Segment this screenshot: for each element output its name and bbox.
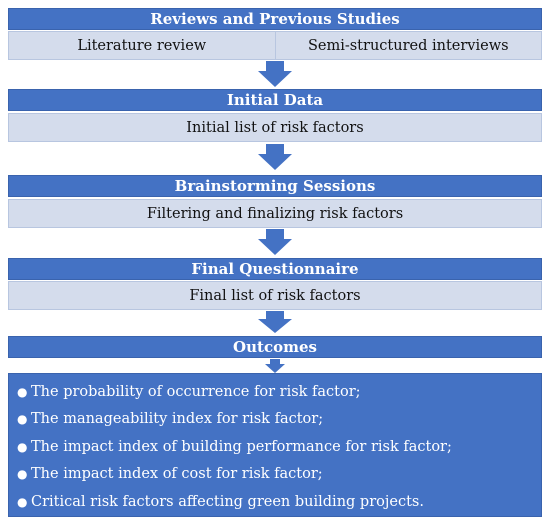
reviews-header: Reviews and Previous Studies (8, 8, 542, 30)
brainstorming-box: Filtering and finalizing risk factors (8, 199, 542, 228)
outcome-text: The impact index of building performance… (31, 438, 452, 455)
down-arrow-icon (258, 61, 292, 87)
divider (274, 32, 276, 59)
questionnaire-box: Final list of risk factors (8, 281, 542, 310)
questionnaire-detail: Final list of risk factors (189, 287, 361, 304)
questionnaire-title: Final Questionnaire (191, 260, 359, 278)
outcomes-list: ● The probability of occurrence for risk… (8, 373, 542, 517)
outcomes-title: Outcomes (233, 338, 317, 356)
list-item: ● The probability of occurrence for risk… (17, 378, 541, 406)
bullet-icon: ● (17, 439, 28, 454)
bullet-icon: ● (17, 494, 28, 509)
literature-review-label: Literature review (77, 37, 207, 54)
outcome-text: Critical risk factors affecting green bu… (31, 493, 424, 510)
list-item: ● The impact index of building performan… (17, 433, 541, 461)
outcome-text: The probability of occurrence for risk f… (31, 383, 361, 400)
reviews-sources: Literature review Semi-structured interv… (8, 31, 542, 60)
down-arrow-icon (258, 229, 292, 255)
initial-data-title: Initial Data (226, 91, 324, 109)
bullet-icon: ● (17, 467, 28, 482)
down-arrow-icon (258, 144, 292, 170)
initial-data-header: Initial Data (8, 89, 542, 111)
outcomes-header: Outcomes (8, 336, 542, 358)
initial-data-box: Initial list of risk factors (8, 113, 542, 142)
outcome-text: The manageability index for risk factor; (31, 411, 324, 428)
interviews-label: Semi-structured interviews (307, 37, 509, 54)
bullet-icon: ● (17, 412, 28, 427)
small-down-arrow-icon (265, 359, 285, 373)
questionnaire-header: Final Questionnaire (8, 258, 542, 280)
reviews-title: Reviews and Previous Studies (150, 10, 400, 28)
bullet-icon: ● (17, 384, 28, 399)
list-item: ● Critical risk factors affecting green … (17, 488, 541, 516)
outcome-text: The impact index of cost for risk factor… (31, 466, 323, 483)
list-item: ● The manageability index for risk facto… (17, 406, 541, 434)
list-item: ● The impact index of cost for risk fact… (17, 461, 541, 489)
brainstorming-title: Brainstorming Sessions (174, 177, 376, 195)
brainstorming-detail: Filtering and finalizing risk factors (146, 205, 404, 222)
brainstorming-header: Brainstorming Sessions (8, 175, 542, 197)
down-arrow-icon (258, 311, 292, 337)
initial-data-detail: Initial list of risk factors (186, 119, 364, 136)
